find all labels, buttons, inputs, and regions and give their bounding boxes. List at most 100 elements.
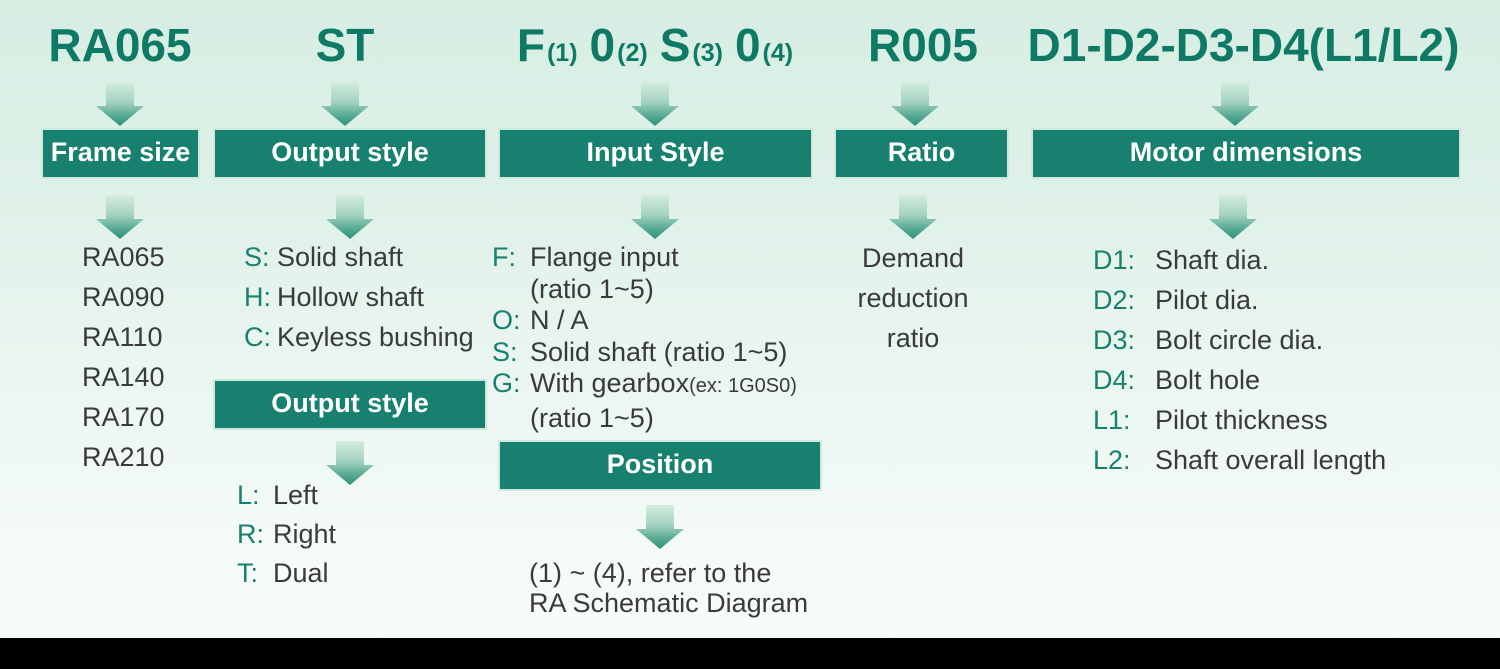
option-label: Keyless bushing: [277, 322, 474, 352]
ratio-note-line: Demand: [861, 243, 965, 273]
motor-dimension-item: D3: Bolt circle dia.: [1093, 320, 1386, 360]
motor-dimensions-list: D1: Shaft dia. D2: Pilot dia. D3: Bolt circ…: [1093, 240, 1386, 480]
dimension-code: L1:: [1093, 405, 1131, 435]
output-direction-item: L: Left: [237, 476, 336, 515]
option-label: N / A: [530, 305, 589, 335]
code-segment: 0: [734, 19, 761, 71]
footer-bar: [0, 638, 1500, 669]
header-output-style: Output style: [213, 128, 487, 179]
arrow-down-icon: [636, 505, 684, 549]
option-code: S:: [244, 242, 270, 272]
header-motor-dimensions: Motor dimensions: [1031, 128, 1461, 179]
output-direction-item: R: Right: [237, 515, 336, 554]
code-position-marker: (4): [762, 39, 794, 67]
code-segment: 0: [589, 19, 616, 71]
code-position-marker: (2): [617, 39, 648, 67]
arrow-down-icon: [326, 195, 374, 239]
ratio-note-line: reduction: [857, 283, 969, 313]
dimension-code: D4:: [1093, 365, 1136, 395]
position-note-line: (1) ~ (4), refer to the: [529, 558, 772, 588]
option-code: S:: [492, 336, 518, 367]
dimension-code: D3:: [1093, 325, 1136, 355]
dimension-label: Shaft dia.: [1155, 245, 1270, 275]
code-input-style: F(1)0(2)S(3)0(4): [470, 14, 840, 76]
input-style-item: F: Flange input: [492, 242, 797, 274]
motor-dimension-item: D2: Pilot dia.: [1093, 280, 1386, 320]
option-code: T:: [237, 558, 259, 588]
code-frame-size: RA065: [48, 19, 192, 71]
option-label: Solid shaft: [277, 242, 404, 272]
arrow-down-icon: [891, 82, 939, 126]
arrow-down-icon: [631, 195, 679, 239]
header-position: Position: [498, 440, 822, 491]
arrow-down-icon: [1209, 195, 1257, 239]
output-style-item: C:Keyless bushing: [244, 317, 474, 357]
option-label: Flange input: [530, 242, 679, 272]
option-label: Left: [273, 480, 319, 510]
option-code: H:: [244, 282, 271, 312]
frame-size-item: RA090: [82, 282, 165, 312]
header-frame-size: Frame size: [41, 128, 200, 179]
position-note-line: RA Schematic Diagram: [529, 588, 809, 618]
input-style-item: (ratio 1~5): [492, 274, 797, 306]
input-style-item: O: N / A: [492, 305, 797, 337]
code-segment: S: [659, 19, 691, 71]
header-ratio: Ratio: [834, 128, 1009, 179]
dimension-label: Pilot dia.: [1155, 285, 1259, 315]
frame-size-item: RA170: [82, 402, 165, 432]
code-position-marker: (3): [692, 39, 723, 67]
code-position-marker: (1): [546, 39, 578, 67]
option-label: With gearbox: [530, 368, 690, 398]
option-label: (ratio 1~5): [530, 402, 654, 433]
option-label: Dual: [273, 558, 329, 588]
frame-size-item: RA110: [82, 322, 163, 352]
motor-dimension-item: D1: Shaft dia.: [1093, 240, 1386, 280]
position-note: (1) ~ (4), refer to the RA Schematic Dia…: [529, 558, 808, 618]
input-style-list: F: Flange input (ratio 1~5) O: N / A S: Sol…: [492, 242, 797, 434]
code-output-style: ST: [315, 19, 375, 71]
option-code: G:: [492, 368, 521, 398]
code-segment: F: [516, 19, 545, 71]
dimension-label: Bolt hole: [1155, 365, 1261, 395]
output-style-item: H:Hollow shaft: [244, 277, 474, 317]
frame-size-item: RA065: [82, 242, 165, 272]
arrow-down-icon: [321, 82, 369, 126]
frame-size-item: RA140: [82, 362, 165, 392]
dimension-code: D2:: [1093, 285, 1136, 315]
frame-size-list: RA065 RA090 RA110 RA140 RA170 RA210: [82, 237, 165, 477]
motor-dimension-item: L2: Shaft overall length: [1093, 440, 1386, 480]
option-example: (ex: 1G0S0): [689, 375, 797, 397]
motor-dimension-item: L1: Pilot thickness: [1093, 400, 1386, 440]
option-code: C:: [244, 322, 271, 352]
option-label: Hollow shaft: [277, 282, 425, 312]
option-code: O:: [492, 305, 521, 335]
input-style-item: S: Solid shaft (ratio 1~5): [492, 337, 797, 369]
option-code: F:: [492, 242, 516, 272]
input-style-item: (ratio 1~5): [492, 403, 797, 435]
dimension-label: Pilot thickness: [1155, 405, 1328, 435]
motor-dimension-item: D4: Bolt hole: [1093, 360, 1386, 400]
option-label: Right: [273, 519, 337, 549]
option-code: R:: [237, 519, 264, 549]
arrow-down-icon: [1211, 82, 1259, 126]
dimension-code: D1:: [1093, 245, 1136, 275]
frame-size-item: RA210: [82, 442, 165, 472]
arrow-down-icon: [96, 82, 144, 126]
arrow-down-icon: [889, 195, 937, 239]
dimension-label: Shaft overall length: [1155, 445, 1387, 475]
output-style-list: S:Solid shaft H:Hollow shaft C:Keyless b…: [244, 237, 474, 357]
dimension-label: Bolt circle dia.: [1155, 325, 1324, 355]
option-label: Solid shaft (ratio 1~5): [530, 336, 788, 367]
output-direction-item: T: Dual: [237, 554, 336, 593]
output-style-item: S:Solid shaft: [244, 237, 474, 277]
ratio-note-line: ratio: [886, 323, 940, 353]
arrow-down-icon: [96, 195, 144, 239]
dimension-code: L2:: [1093, 445, 1131, 475]
header-input-style: Input Style: [498, 128, 813, 179]
header-output-style-direction: Output style: [213, 379, 487, 430]
input-style-item: G: With gearbox(ex: 1G0S0): [492, 368, 797, 403]
arrow-down-icon: [631, 82, 679, 126]
code-motor-dimensions: D1-D2-D3-D4(L1/L2): [1027, 19, 1460, 71]
option-code: L:: [237, 480, 260, 510]
